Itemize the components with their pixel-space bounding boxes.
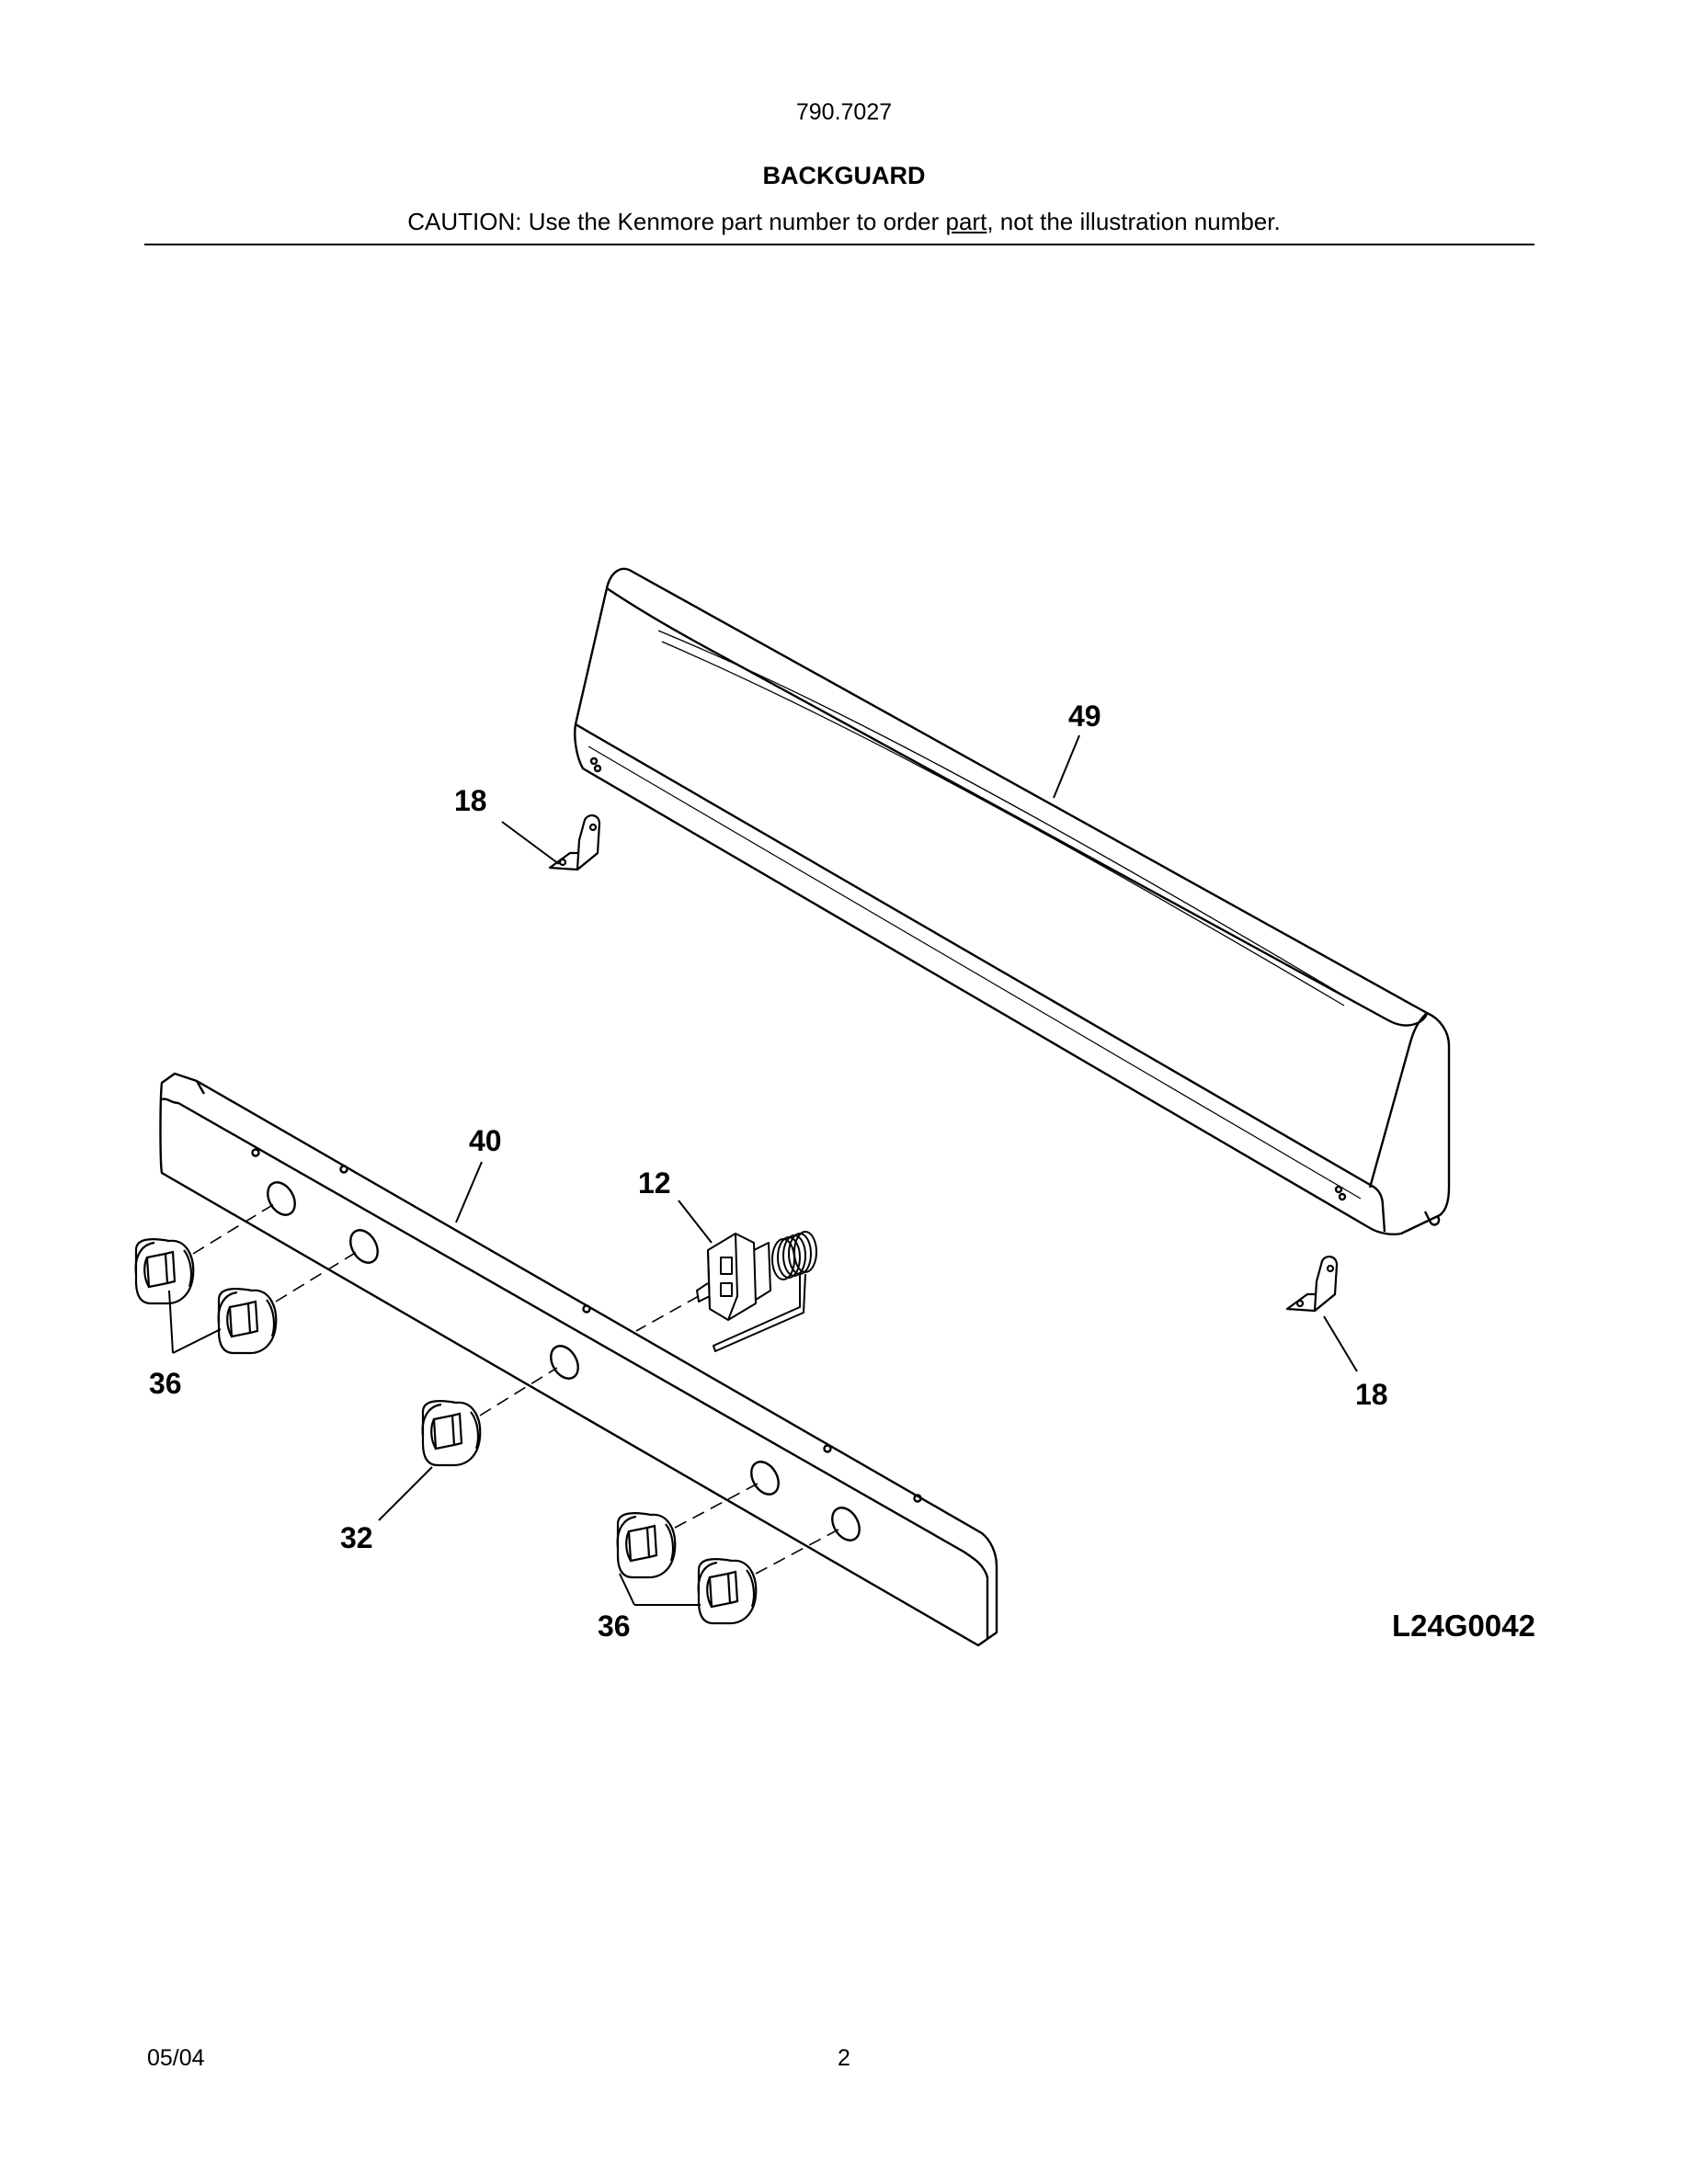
callout-18-left: 18 bbox=[454, 784, 487, 817]
alignment-lines bbox=[192, 1203, 839, 1575]
callout-18-right: 18 bbox=[1355, 1378, 1388, 1411]
callout-12: 12 bbox=[638, 1166, 671, 1200]
callout-49: 49 bbox=[1068, 700, 1101, 733]
caution-prefix: CAUTION: Use the Kenmore part number to … bbox=[407, 208, 946, 235]
figure-id: L24G0042 bbox=[1392, 1609, 1535, 1643]
page-title: BACKGUARD bbox=[762, 162, 926, 189]
thermostat bbox=[696, 1231, 817, 1352]
callout-32: 32 bbox=[340, 1521, 373, 1554]
knob-36-b bbox=[217, 1288, 278, 1355]
knob-36-c bbox=[616, 1512, 677, 1579]
control-panel bbox=[159, 1072, 998, 1647]
model-number: 790.7027 bbox=[795, 99, 893, 125]
knob-32 bbox=[421, 1400, 482, 1467]
caution-underlined-word: part bbox=[945, 208, 987, 235]
callout-40: 40 bbox=[469, 1124, 502, 1157]
callout-36-right: 36 bbox=[598, 1610, 631, 1643]
caution-note: CAUTION: Use the Kenmore part number to … bbox=[0, 208, 1688, 236]
backguard-panel bbox=[574, 567, 1451, 1235]
leader-lines bbox=[168, 734, 1358, 1606]
mounting-bracket-left bbox=[548, 814, 601, 871]
footer-date: 05/04 bbox=[147, 2045, 205, 2071]
knob-36-a bbox=[134, 1238, 195, 1305]
page-number: 2 bbox=[838, 2045, 850, 2071]
mounting-bracket-right bbox=[1285, 1256, 1339, 1313]
knob-36-d bbox=[697, 1558, 758, 1625]
callout-36-left: 36 bbox=[149, 1367, 182, 1400]
caution-suffix: , not the illustration number. bbox=[987, 208, 1281, 235]
header-divider bbox=[144, 244, 1534, 245]
